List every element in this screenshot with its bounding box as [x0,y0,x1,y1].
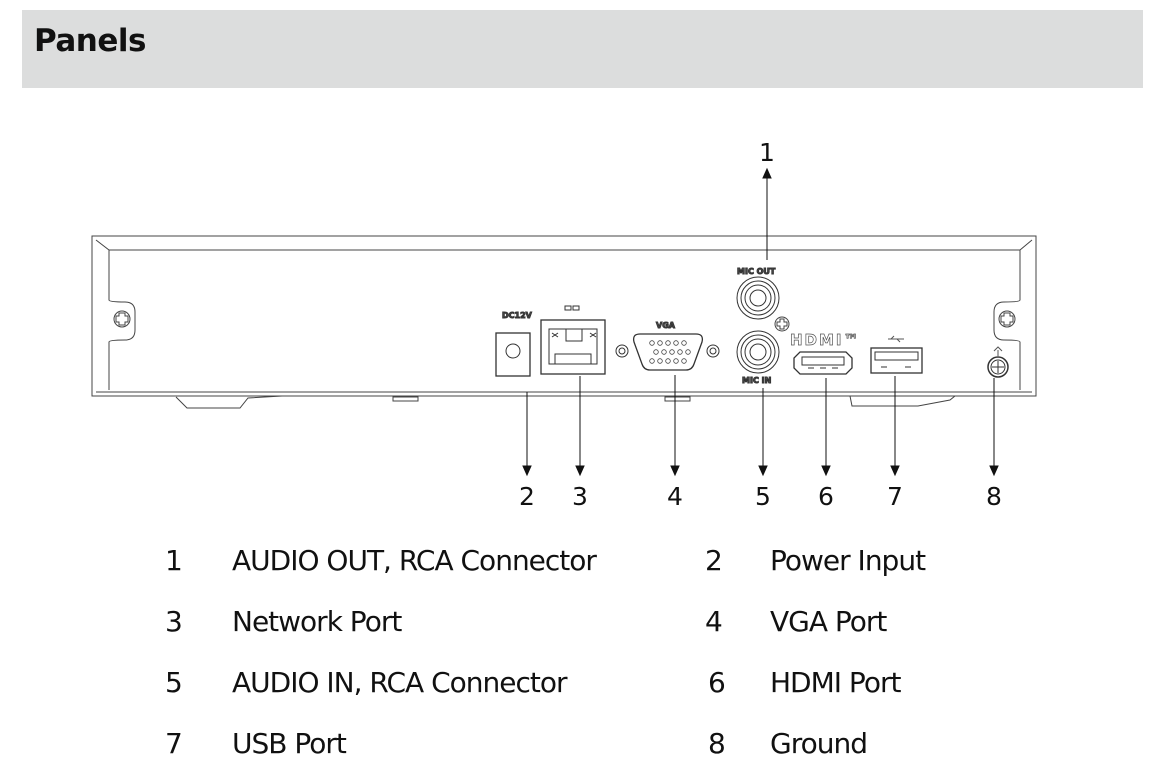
audio-in-rca: MIC IN [736,330,780,386]
audio-out-rca: MIC OUT [736,267,780,320]
power-input-port: DC12V [495,311,533,377]
ground-terminal [987,346,1009,378]
vga-port: VGA [615,321,720,371]
callout-number-7: 7 [887,482,903,511]
screw-icon [113,310,1016,328]
mic-out-label: MIC OUT [737,267,776,276]
usb-port [870,335,923,374]
dc12v-label: DC12V [502,311,533,320]
callout-number-4: 4 [667,482,683,511]
vga-label: VGA [656,321,676,330]
screw-icon [774,316,790,332]
header-bar [22,10,1143,88]
callout-number-5: 5 [755,482,771,511]
callout-lines [522,167,999,477]
chassis [91,235,1037,409]
arrowhead-1 [762,167,772,179]
usb-icon [888,335,904,343]
network-port [540,305,606,375]
callout-number-6: 6 [818,482,834,511]
callout-number-1: 1 [759,138,775,167]
hdmi-logo: HDMI™ [790,331,861,349]
mic-in-label: MIC IN [742,376,771,385]
hdmi-port: HDMI™ [790,331,861,375]
callout-number-3: 3 [572,482,588,511]
page-title: Panels [34,23,146,59]
callout-number-8: 8 [986,482,1002,511]
callout-number-2: 2 [519,482,535,511]
